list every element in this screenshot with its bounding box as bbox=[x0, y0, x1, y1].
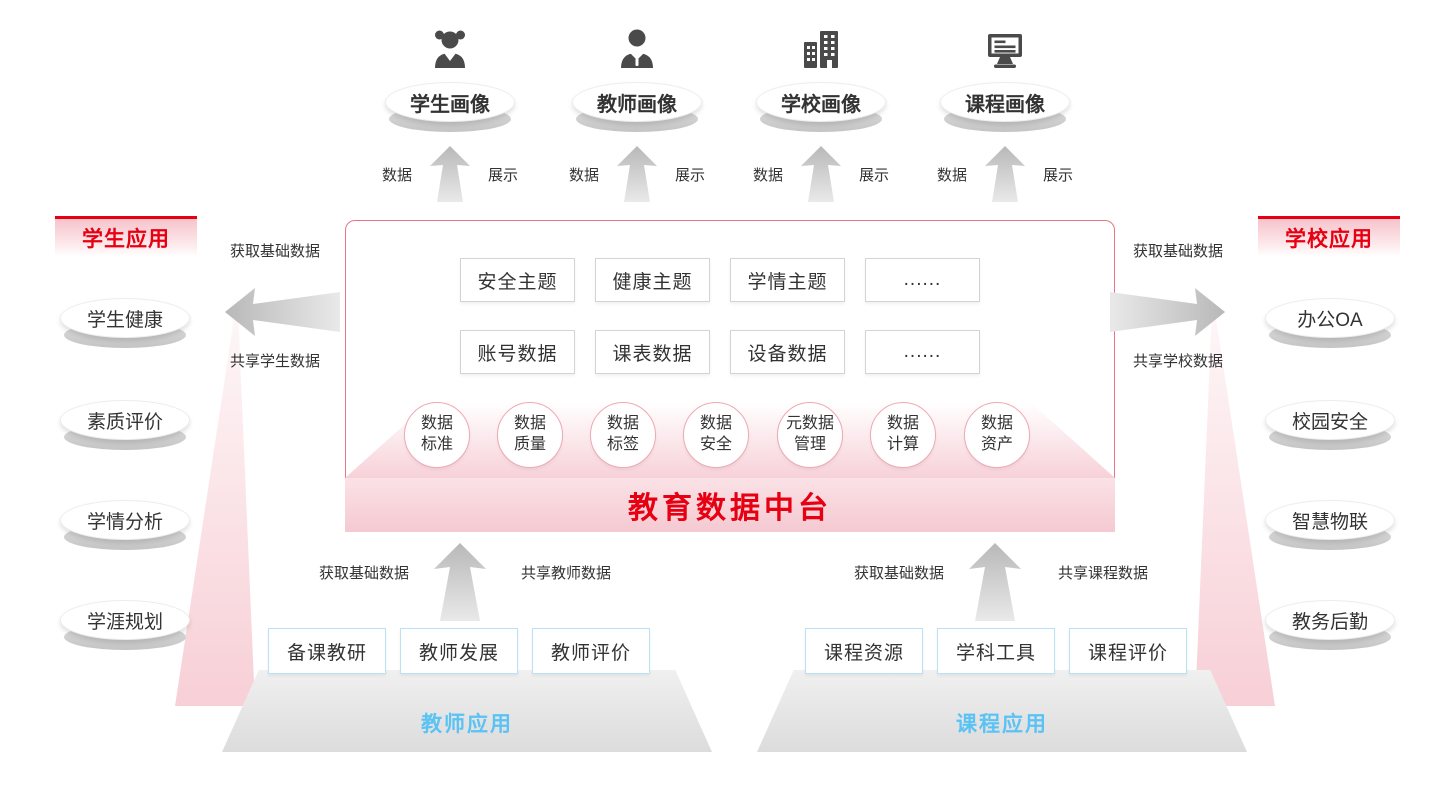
course-app-box: 学科工具 bbox=[937, 628, 1055, 674]
teacher-icon bbox=[621, 29, 653, 68]
capability-circle: 数据 安全 bbox=[683, 402, 749, 468]
platform-title-banner: 教育数据中台 bbox=[345, 478, 1115, 532]
left-get-label: 获取基础数据 bbox=[229, 243, 320, 260]
arrow-data-label: 数据 bbox=[568, 167, 599, 184]
course-get-label: 获取基础数据 bbox=[853, 565, 944, 582]
course-app-box: 课程评价 bbox=[1069, 628, 1187, 674]
theme-box: 安全主题 bbox=[460, 258, 575, 302]
up-arrow-icon bbox=[617, 146, 657, 202]
right-app-label: 智慧物联 bbox=[1265, 500, 1395, 540]
left-app-item: 学情分析 bbox=[60, 500, 190, 550]
left-app-label: 学情分析 bbox=[60, 500, 190, 540]
right-app-label: 校园安全 bbox=[1265, 400, 1395, 440]
up-arrow-icon bbox=[801, 146, 841, 202]
portrait-platform: 课程画像 bbox=[940, 82, 1070, 132]
theme-box: 学情主题 bbox=[730, 258, 845, 302]
right-panel-title: 学校应用 bbox=[1258, 216, 1400, 256]
right-app-item: 校园安全 bbox=[1265, 400, 1395, 450]
capability-circle: 数据 质量 bbox=[497, 402, 563, 468]
data-box: 设备数据 bbox=[730, 330, 845, 374]
arrow-show-label: 展示 bbox=[1042, 167, 1073, 184]
left-panel-title: 学生应用 bbox=[55, 216, 197, 256]
course-app-box: 课程资源 bbox=[805, 628, 923, 674]
capability-circle: 数据 标准 bbox=[404, 402, 470, 468]
teacher-platform: 教师应用 bbox=[222, 670, 712, 752]
portrait-group-student: 学生画像 数据 展示 bbox=[365, 26, 535, 226]
capability-circle: 元数据 管理 bbox=[777, 402, 843, 468]
teacher-up-arrow-icon bbox=[434, 543, 486, 621]
right-app-item: 教务后勤 bbox=[1265, 600, 1395, 650]
arrow-show-label: 展示 bbox=[487, 167, 518, 184]
right-app-item: 办公OA bbox=[1265, 298, 1395, 348]
arrow-data-label: 数据 bbox=[936, 167, 967, 184]
portrait-group-school: 学校画像 数据 展示 bbox=[736, 26, 906, 226]
up-arrow-icon bbox=[985, 146, 1025, 202]
up-arrow-icon bbox=[430, 146, 470, 202]
teacher-app-box: 教师发展 bbox=[400, 628, 518, 674]
teacher-get-label: 获取基础数据 bbox=[318, 565, 409, 582]
arrow-data-label: 数据 bbox=[381, 167, 412, 184]
course-platform: 课程应用 bbox=[757, 670, 1247, 752]
capability-circle: 数据 标签 bbox=[590, 402, 656, 468]
right-arrow-icon bbox=[1110, 288, 1225, 336]
theme-box: 健康主题 bbox=[595, 258, 710, 302]
left-app-item: 学涯规划 bbox=[60, 600, 190, 650]
portrait-label: 学生画像 bbox=[385, 82, 515, 122]
arrow-data-label: 数据 bbox=[752, 167, 783, 184]
course-up-arrow-icon bbox=[969, 543, 1021, 621]
student-icon bbox=[435, 30, 465, 68]
portrait-platform: 学生画像 bbox=[385, 82, 515, 132]
portrait-group-teacher: 教师画像 数据 展示 bbox=[552, 26, 722, 226]
data-box: 课表数据 bbox=[595, 330, 710, 374]
left-share-label: 共享学生数据 bbox=[229, 353, 320, 370]
right-app-item: 智慧物联 bbox=[1265, 500, 1395, 550]
portrait-platform: 学校画像 bbox=[756, 82, 886, 132]
theme-box-more: ...... bbox=[865, 258, 980, 302]
left-app-item: 学生健康 bbox=[60, 298, 190, 348]
school-icon bbox=[804, 31, 838, 68]
portrait-label: 课程画像 bbox=[940, 82, 1070, 122]
data-box-more: ...... bbox=[865, 330, 980, 374]
teacher-share-label: 共享教师数据 bbox=[520, 565, 611, 582]
capability-circle: 数据 资产 bbox=[964, 402, 1030, 468]
right-get-label: 获取基础数据 bbox=[1132, 243, 1223, 260]
teacher-app-box: 备课教研 bbox=[268, 628, 386, 674]
right-app-label: 办公OA bbox=[1265, 298, 1395, 338]
capability-circle: 数据 计算 bbox=[870, 402, 936, 468]
portrait-group-course: 课程画像 数据 展示 bbox=[920, 26, 1090, 226]
teacher-app-box: 教师评价 bbox=[532, 628, 650, 674]
left-app-item: 素质评价 bbox=[60, 400, 190, 450]
arrow-show-label: 展示 bbox=[858, 167, 889, 184]
left-arrow-icon bbox=[225, 288, 340, 336]
left-app-label: 学生健康 bbox=[60, 298, 190, 338]
portrait-label: 学校画像 bbox=[756, 82, 886, 122]
portrait-platform: 教师画像 bbox=[572, 82, 702, 132]
course-share-label: 共享课程数据 bbox=[1057, 565, 1148, 582]
left-app-label: 学涯规划 bbox=[60, 600, 190, 640]
right-app-label: 教务后勤 bbox=[1265, 600, 1395, 640]
arrow-show-label: 展示 bbox=[674, 167, 705, 184]
left-app-label: 素质评价 bbox=[60, 400, 190, 440]
portrait-label: 教师画像 bbox=[572, 82, 702, 122]
right-share-label: 共享学校数据 bbox=[1132, 353, 1223, 370]
data-box: 账号数据 bbox=[460, 330, 575, 374]
course-icon bbox=[988, 34, 1022, 68]
